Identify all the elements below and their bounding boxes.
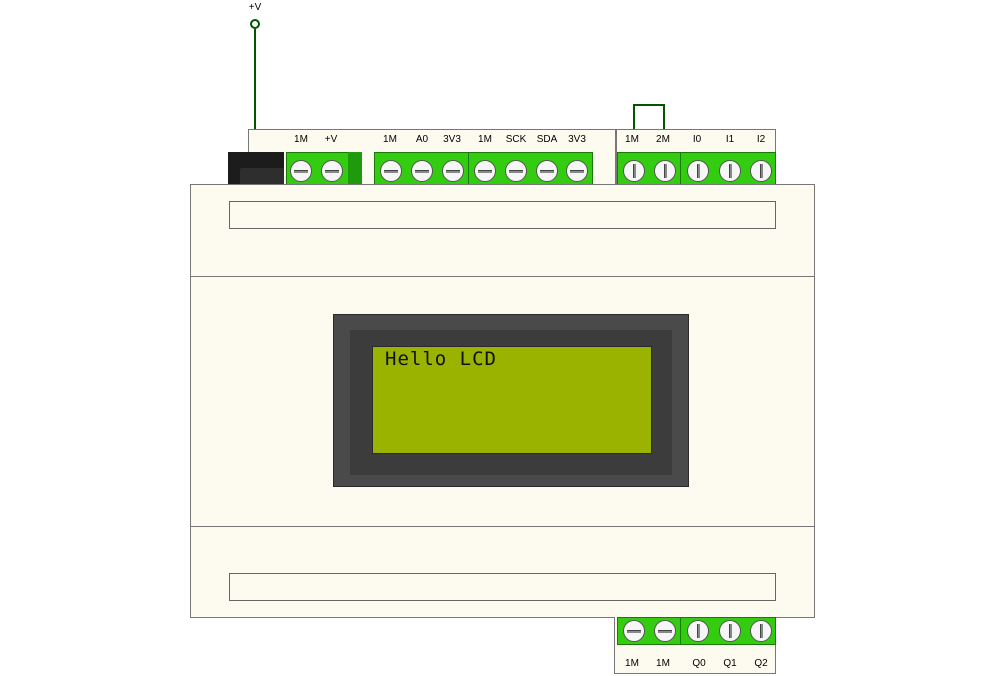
terminal-screw-1m-b[interactable] — [474, 160, 496, 182]
terminal-screw-2m[interactable] — [654, 160, 676, 182]
bottom-label-4: Q2 — [754, 658, 768, 669]
bottom-label-3: Q1 — [723, 658, 737, 669]
top-label-slot — [229, 201, 776, 229]
top-label-3: A0 — [415, 134, 429, 145]
top-label-4: 3V3 — [443, 134, 461, 145]
terminal-screw-out-1m-a[interactable] — [623, 620, 645, 642]
terminal-screw-1m-a[interactable] — [380, 160, 402, 182]
bottom-label-slot — [229, 573, 776, 601]
supply-wire — [254, 29, 256, 130]
top-label-2: 1M — [383, 134, 397, 145]
bottom-label-0: 1M — [625, 658, 639, 669]
supply-terminal[interactable] — [250, 19, 260, 29]
top-label-0: 1M — [294, 134, 308, 145]
terminal-screw-1m[interactable] — [290, 160, 312, 182]
jumper-wire — [633, 104, 665, 130]
top-label-11: I0 — [692, 134, 702, 145]
terminal-screw-3v3-b[interactable] — [566, 160, 588, 182]
terminal-screw-1m-c[interactable] — [623, 160, 645, 182]
top-label-9: 1M — [625, 134, 639, 145]
terminal-screw-sda[interactable] — [536, 160, 558, 182]
top-label-6: SCK — [505, 134, 527, 145]
terminal-screw-q0[interactable] — [687, 620, 709, 642]
housing-bottom-panel — [190, 526, 815, 618]
terminal-screw-v[interactable] — [321, 160, 343, 182]
terminal-block-power-side — [348, 152, 362, 186]
terminal-screw-q1[interactable] — [719, 620, 741, 642]
top-label-7: SDA — [536, 134, 558, 145]
top-label-1: +V — [324, 134, 338, 145]
housing-top-panel — [190, 184, 815, 277]
lcd-screen — [372, 346, 652, 454]
terminal-screw-i1[interactable] — [719, 160, 741, 182]
terminal-screw-q2[interactable] — [750, 620, 772, 642]
bottom-label-2: Q0 — [692, 658, 706, 669]
top-label-5: 1M — [478, 134, 492, 145]
supply-label: +V — [248, 2, 262, 13]
top-label-10: 2M — [656, 134, 670, 145]
terminal-screw-3v3-a[interactable] — [442, 160, 464, 182]
terminal-screw-sck[interactable] — [505, 160, 527, 182]
terminal-screw-out-1m-b[interactable] — [654, 620, 676, 642]
top-label-13: I2 — [756, 134, 766, 145]
top-label-8: 3V3 — [568, 134, 586, 145]
terminal-screw-i2[interactable] — [750, 160, 772, 182]
terminal-screw-a0[interactable] — [411, 160, 433, 182]
terminal-screw-i0[interactable] — [687, 160, 709, 182]
lcd-text: Hello LCD — [385, 348, 497, 370]
top-label-12: I1 — [725, 134, 735, 145]
bottom-label-1: 1M — [656, 658, 670, 669]
